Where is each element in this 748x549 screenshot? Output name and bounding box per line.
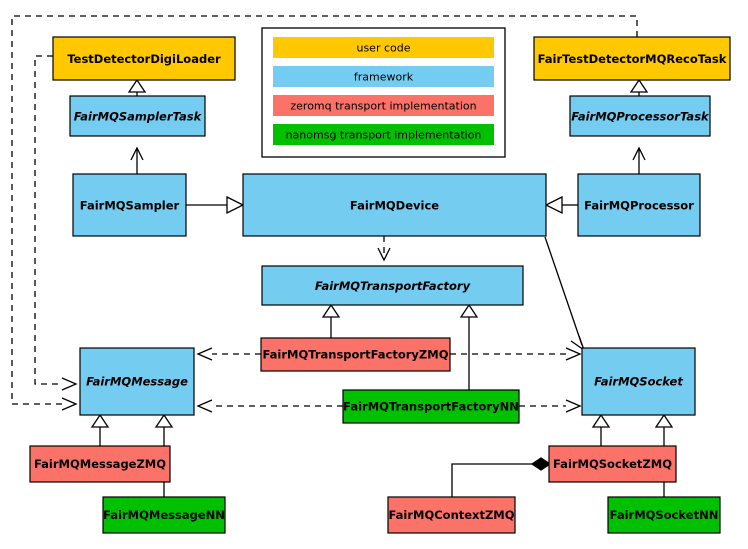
legend-label-framework: framework [354, 71, 414, 84]
legend-swatch-zeromq [273, 95, 494, 116]
legend-swatch-nanomsg [273, 124, 494, 145]
edge-sampler-to-device [186, 195, 245, 215]
legend-item-nanomsg: nanomsg transport implementation [273, 124, 494, 145]
edge-sampler-to-samplertask [130, 146, 144, 174]
class-box-FairMQSocketZMQ[interactable]: FairMQSocketZMQ [548, 445, 677, 483]
edge-device-to-socket [544, 236, 586, 352]
class-box-FairMQSampler[interactable]: FairMQSampler [72, 173, 187, 237]
edge-processor-to-processortask [632, 146, 646, 174]
edge-transportfactorynn-to-socket [519, 399, 582, 413]
class-label-FairMQMessageZMQ: FairMQMessageZMQ [34, 457, 166, 471]
class-box-FairMQTransportFactory[interactable]: FairMQTransportFactory [261, 265, 524, 306]
class-label-FairMQDevice: FairMQDevice [350, 199, 439, 213]
class-box-FairMQDevice[interactable]: FairMQDevice [242, 173, 547, 237]
class-box-FairMQProcessorTask[interactable]: FairMQProcessorTask [569, 95, 711, 137]
edge-samplertask-to-digiloader [127, 78, 147, 96]
class-box-FairMQTransportFactoryNN[interactable]: FairMQTransportFactoryNN [342, 389, 520, 424]
class-label-FairTestDetectorMQRecoTask: FairTestDetectorMQRecoTask [538, 52, 727, 66]
class-label-FairMQProcessor: FairMQProcessor [584, 199, 694, 213]
legend-label-zeromq: zeromq transport implementation [290, 100, 476, 113]
edge-transportfactoryzmq-to-transportfactory [321, 303, 341, 338]
class-label-FairMQSocketNN: FairMQSocketNN [610, 508, 719, 522]
class-box-TestDetectorDigiLoader[interactable]: TestDetectorDigiLoader [52, 36, 236, 81]
legend-item-framework: framework [273, 66, 494, 87]
legend-item-zeromq: zeromq transport implementation [273, 95, 494, 116]
edge-transportfactoryzmq-to-message [196, 347, 261, 361]
dependency-route-recotask-to-message [11, 15, 638, 411]
class-label-FairMQTransportFactory: FairMQTransportFactory [315, 279, 471, 293]
class-label-FairMQSocketZMQ: FairMQSocketZMQ [553, 457, 672, 471]
edge-contextzmq-to-socketzmq [451, 457, 552, 497]
class-label-FairMQContextZMQ: FairMQContextZMQ [388, 508, 514, 522]
edge-transportfactorynn-to-transportfactory [459, 303, 479, 390]
class-label-FairMQMessage: FairMQMessage [86, 375, 188, 389]
legend-item-user-code: user code [273, 37, 494, 58]
edge-transportfactoryzmq-to-socket [450, 347, 582, 361]
class-label-FairMQSampler: FairMQSampler [80, 199, 180, 213]
class-label-FairMQSocket: FairMQSocket [594, 375, 683, 389]
edge-processortask-to-recotask [629, 78, 649, 96]
legend: user code framework zeromq transport imp… [261, 27, 506, 158]
class-label-TestDetectorDigiLoader: TestDetectorDigiLoader [67, 52, 221, 66]
class-label-FairMQTransportFactoryZMQ: FairMQTransportFactoryZMQ [262, 348, 448, 362]
class-box-FairMQContextZMQ[interactable]: FairMQContextZMQ [387, 496, 516, 534]
legend-swatch-user-code [273, 37, 494, 58]
edge-transportfactorynn-to-message [196, 399, 343, 413]
class-box-FairTestDetectorMQRecoTask[interactable]: FairTestDetectorMQRecoTask [533, 36, 731, 81]
class-box-FairMQMessage[interactable]: FairMQMessage [79, 347, 195, 416]
class-label-FairMQTransportFactoryNN: FairMQTransportFactoryNN [343, 400, 519, 414]
legend-swatch-framework [273, 66, 494, 87]
class-label-FairMQProcessorTask: FairMQProcessorTask [571, 110, 710, 124]
edge-device-to-transportfactory [377, 236, 391, 262]
class-box-FairMQSamplerTask[interactable]: FairMQSamplerTask [69, 95, 206, 137]
class-box-FairMQSocket[interactable]: FairMQSocket [581, 347, 696, 416]
class-box-FairMQTransportFactoryZMQ[interactable]: FairMQTransportFactoryZMQ [260, 337, 451, 372]
dependency-route-digiloader-to-message [34, 55, 78, 391]
class-box-FairMQMessageZMQ[interactable]: FairMQMessageZMQ [29, 445, 171, 483]
class-label-FairMQMessageNN: FairMQMessageNN [103, 508, 225, 522]
class-label-FairMQSamplerTask: FairMQSamplerTask [74, 110, 203, 124]
class-box-FairMQSocketNN[interactable]: FairMQSocketNN [607, 496, 721, 534]
class-box-FairMQMessageNN[interactable]: FairMQMessageNN [102, 496, 226, 534]
edge-messagezmq-to-message [90, 413, 110, 446]
class-box-FairMQProcessor[interactable]: FairMQProcessor [577, 173, 701, 237]
legend-label-nanomsg: nanomsg transport implementation [286, 129, 482, 142]
legend-label-user-code: user code [356, 42, 410, 55]
edge-processor-to-device [544, 195, 578, 215]
edge-socketzmq-to-socket [591, 413, 611, 446]
